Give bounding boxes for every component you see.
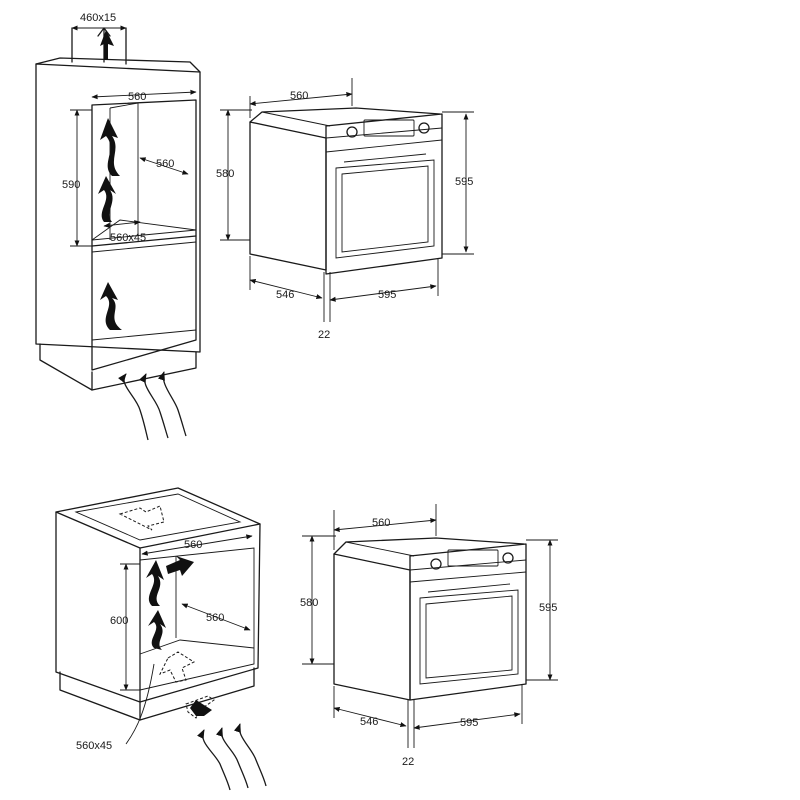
dim-counter-inner-width: 560 — [184, 539, 202, 551]
dim-column-shelf-opening: 560x45 — [110, 232, 146, 244]
counter-dimensions: 560 600 560 560x45 — [76, 534, 253, 752]
oven-top — [249, 107, 443, 275]
oven-bottom-dimensions: 560 580 595 546 595 22 — [300, 504, 558, 768]
dim-oven-bottom-door-thickness: 22 — [402, 756, 414, 768]
dim-column-inner-width: 560 — [128, 91, 146, 103]
dim-counter-niche-height: 600 — [110, 615, 128, 627]
dim-oven-bottom-width: 560 — [372, 517, 390, 529]
dim-oven-top-width: 560 — [290, 90, 308, 102]
counter-intake-lines — [197, 723, 267, 791]
counter-airflow-arrows — [146, 556, 212, 716]
oven-bottom — [333, 537, 527, 701]
dim-oven-bottom-body-depth: 546 — [360, 716, 378, 728]
column-intake-lines — [118, 371, 187, 441]
dim-column-depth: 560 — [156, 158, 174, 170]
column-cabinet — [35, 27, 201, 391]
column-airflow-arrows — [97, 27, 122, 330]
dim-oven-top-front-height: 595 — [455, 176, 473, 188]
dim-vent-top: 460x15 — [80, 12, 116, 24]
dim-oven-bottom-front-width: 595 — [460, 717, 478, 729]
dim-counter-depth: 560 — [206, 612, 224, 624]
dim-oven-top-body-depth: 546 — [276, 289, 294, 301]
dim-oven-top-front-width: 595 — [378, 289, 396, 301]
dim-oven-top-body-height: 580 — [216, 168, 234, 180]
column-dimensions: 460x15 560 590 560 560x45 — [62, 12, 197, 247]
dim-oven-bottom-body-height: 580 — [300, 597, 318, 609]
dim-column-niche-height: 590 — [62, 179, 80, 191]
dim-oven-top-door-thickness: 22 — [318, 329, 330, 341]
dim-oven-bottom-front-height: 595 — [539, 602, 557, 614]
dim-counter-base-opening: 560x45 — [76, 740, 112, 752]
oven-top-dimensions: 560 580 595 546 595 22 — [216, 78, 474, 341]
